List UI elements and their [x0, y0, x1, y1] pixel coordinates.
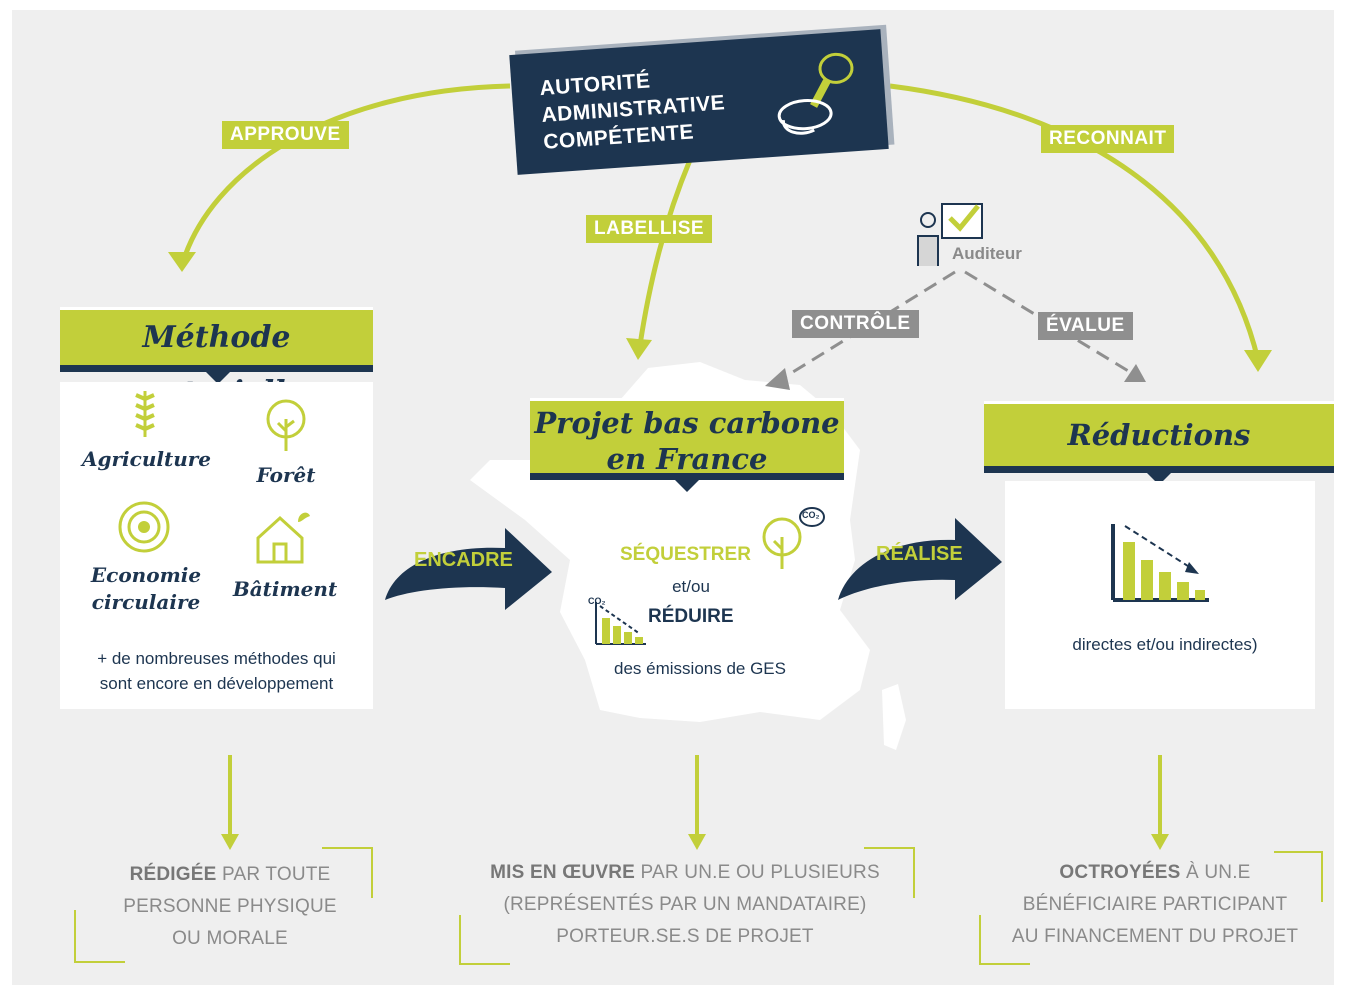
circular-economy-icon	[118, 501, 170, 553]
reconnait-arrowhead	[1244, 350, 1272, 372]
reduce-chart-icon-small	[595, 602, 646, 645]
etou-text: et/ou	[672, 577, 710, 596]
realise-arrow	[838, 518, 1002, 600]
evalue-label: ÉVALUE	[1038, 312, 1133, 340]
authority-text: AUTORITÉ ADMINISTRATIVE COMPÉTENTE	[539, 62, 728, 156]
ges-text: des émissions de GES	[614, 659, 786, 678]
center-down-arrowhead	[688, 834, 706, 850]
stamp-icon	[777, 52, 854, 135]
auditor-icon	[917, 203, 983, 266]
center-bracket-top	[864, 847, 915, 898]
projet-banner: Projet bas carbone en France	[530, 398, 844, 492]
right-down-arrowhead	[1151, 834, 1169, 850]
projet-title-line-2: en France	[606, 442, 768, 476]
corsica-shape	[882, 684, 906, 750]
reduce-chart-icon	[1111, 524, 1209, 602]
bottom-left-rest: PAR TOUTE	[216, 864, 331, 885]
bottom-right-rest: À UN.E	[1180, 862, 1251, 883]
labellise-label: LABELLISE	[586, 215, 713, 243]
bottom-left-bold: RÉDIGÉE	[129, 864, 217, 885]
reduire-text: RÉDUIRE	[648, 606, 734, 627]
wheat-icon	[135, 391, 155, 437]
methode-notch	[206, 372, 230, 384]
methode-note-line-2: sont encore en développement	[99, 674, 334, 693]
bottom-left-text: RÉDIGÉE PAR TOUTE PERSONNE PHYSIQUE OU M…	[80, 859, 380, 955]
methode-note: + de nombreuses méthodes qui sont encore…	[60, 646, 373, 696]
bottom-center-text: MIS EN ŒUVRE PAR UN.E OU PLUSIEURS (REPR…	[460, 857, 910, 953]
controle-arrowhead	[765, 368, 790, 390]
auditor-label: Auditeur	[952, 244, 1022, 263]
evalue-arrowhead	[1124, 364, 1146, 382]
bottom-right-line-2: BÉNÉFICIAIRE PARTICIPANT	[1022, 894, 1288, 915]
right-bracket-top	[1274, 851, 1323, 902]
sequestrer-text: SÉQUESTRER	[620, 544, 751, 565]
center-bracket-bottom	[459, 915, 510, 965]
tree-co2-icon	[762, 507, 825, 569]
realise-label: RÉALISE	[876, 543, 963, 565]
approuve-arrow	[179, 83, 511, 266]
projet-title-line-1: Projet bas carbone	[534, 406, 840, 440]
bottom-center-bold: MIS EN ŒUVRE	[490, 862, 636, 883]
right-bracket-bottom	[979, 915, 1030, 965]
tree-icon	[266, 399, 306, 451]
reconnait-label: RECONNAIT	[1041, 125, 1175, 153]
bottom-right-text: OCTROYÉES À UN.E BÉNÉFICIAIRE PARTICIPAN…	[990, 857, 1320, 953]
labellise-arrowhead	[626, 338, 652, 360]
controle-label: CONTRÔLE	[792, 310, 919, 338]
sector-agriculture: Agriculture	[82, 447, 211, 471]
co2-bubble-text: CO₂	[802, 510, 820, 520]
sector-economie: Economie	[90, 563, 202, 587]
bottom-right-bold: OCTROYÉES	[1059, 862, 1181, 883]
bottom-left-line-2: PERSONNE PHYSIQUE	[123, 896, 337, 917]
sector-circulaire: circulaire	[91, 590, 201, 614]
methode-panel	[60, 382, 373, 709]
left-bracket-top	[322, 847, 373, 898]
bottom-left-line-3: OU MORALE	[172, 928, 288, 949]
reductions-text: directes et/ou indirectes)	[1072, 635, 1258, 654]
labellise-arrow	[637, 159, 693, 346]
authority-box: AUTORITÉ ADMINISTRATIVE COMPÉTENTE	[509, 29, 889, 175]
approuve-arrowhead	[168, 252, 196, 272]
sector-batiment: Bâtiment	[232, 577, 338, 601]
controle-dashed-line	[779, 270, 956, 382]
left-bracket-bottom	[74, 910, 125, 963]
co2-small-text: CO₂	[588, 596, 606, 606]
bottom-right-line-3: AU FINANCEMENT DU PROJET	[1011, 926, 1299, 947]
bottom-center-rest: PAR UN.E OU PLUSIEURS	[635, 862, 880, 883]
bottom-center-line-3: PORTEUR.SE.S DE PROJET	[556, 926, 814, 947]
left-down-arrowhead	[221, 834, 239, 850]
encadre-label: ENCADRE	[414, 549, 513, 571]
projet-notch	[675, 480, 699, 492]
reductions-banner: Réductions d'émissions	[984, 401, 1334, 514]
reconnait-arrow	[889, 83, 1261, 361]
approuve-label: APPROUVE	[222, 121, 349, 149]
building-icon	[256, 512, 310, 564]
sector-foret: Forêt	[256, 463, 316, 487]
encadre-arrow	[385, 528, 552, 610]
methode-note-line-1: + de nombreuses méthodes qui	[97, 649, 336, 668]
methode-banner: Méthode sectorielle	[60, 307, 373, 410]
bottom-center-line-2: (REPRÉSENTÉS PAR UN MANDATAIRE)	[503, 894, 867, 915]
